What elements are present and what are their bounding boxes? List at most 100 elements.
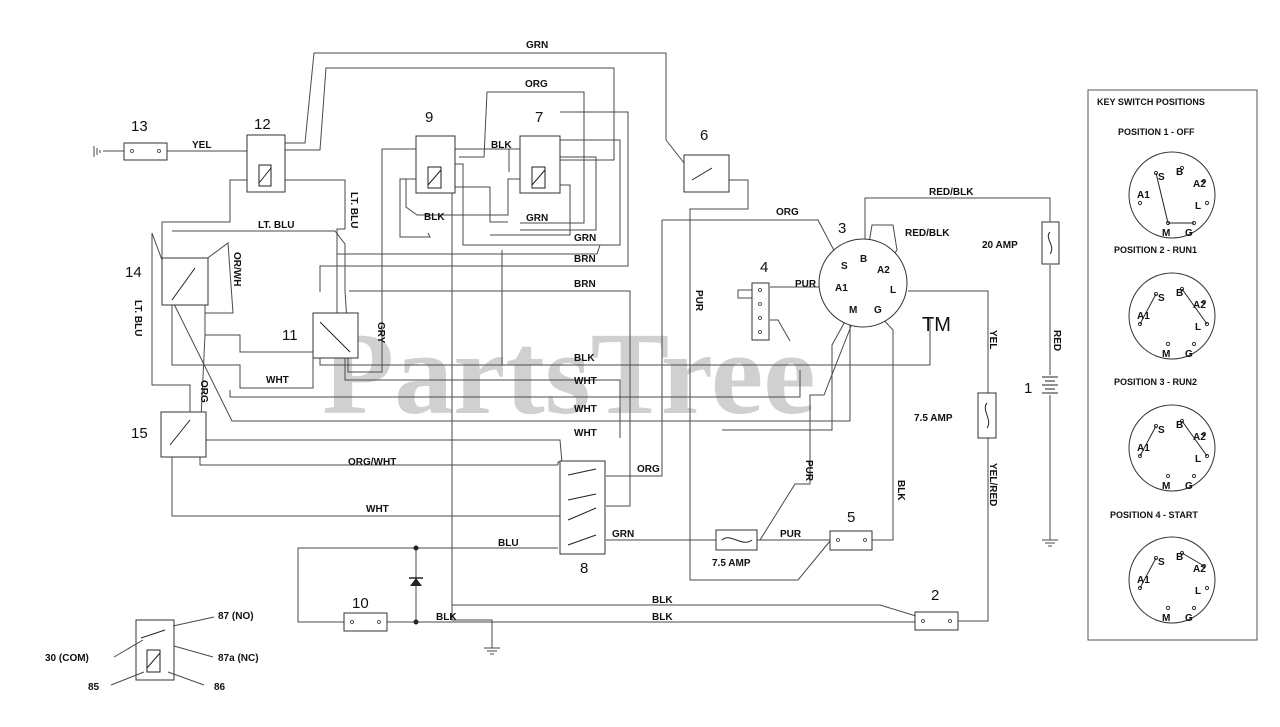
legend-terminal-letter: A1	[1137, 190, 1150, 201]
legend-terminal	[1179, 165, 1185, 171]
legend-terminal	[1165, 605, 1171, 611]
svg-text:BLK: BLK	[436, 612, 457, 623]
svg-text:ORG/WHT: ORG/WHT	[348, 457, 396, 468]
legend-key-switch-circle	[1128, 272, 1216, 360]
svg-text:BLK: BLK	[652, 595, 673, 606]
legend-terminal-letter: S	[1158, 557, 1165, 568]
legend-terminal-letter: G	[1185, 613, 1193, 624]
legend-key-switch-circle	[1128, 536, 1216, 624]
wire-labels: GRN ORG YEL BLK BLK GRN LT. BLU LT. BLU …	[132, 40, 1062, 623]
svg-text:BLK: BLK	[574, 353, 595, 364]
svg-text:BLK: BLK	[652, 612, 673, 623]
legend-terminal-letter: A2	[1193, 179, 1206, 190]
svg-text:ORG: ORG	[637, 464, 660, 475]
svg-text:PUR: PUR	[693, 290, 704, 312]
svg-text:BLK: BLK	[491, 140, 512, 151]
diode-symbol	[409, 545, 423, 625]
legend-terminal-letter: M	[1162, 481, 1170, 492]
svg-text:GRN: GRN	[526, 213, 548, 224]
legend-terminal-letter: M	[1162, 613, 1170, 624]
component-6-switch	[683, 154, 730, 193]
svg-text:S: S	[841, 261, 848, 272]
legend-terminal-letter: B	[1176, 552, 1183, 563]
svg-text:PUR: PUR	[795, 279, 817, 290]
svg-text:BLK: BLK	[424, 212, 445, 223]
legend-terminal-letter: M	[1162, 228, 1170, 239]
legend-terminal	[1137, 200, 1143, 206]
svg-text:L: L	[890, 285, 896, 296]
legend-terminal-letter: M	[1162, 349, 1170, 360]
svg-text:87a (NC): 87a (NC)	[218, 653, 259, 664]
component-12-relay	[246, 134, 286, 193]
svg-text:30 (COM): 30 (COM)	[45, 653, 89, 664]
svg-text:BLK: BLK	[895, 480, 906, 501]
legend-terminal-letter: G	[1185, 228, 1193, 239]
svg-text:GRN: GRN	[526, 40, 548, 51]
relay-terminal-legend: 87 (NO) 30 (COM) 87a (NC) 85 86	[45, 611, 259, 693]
legend-key-switch-circle	[1128, 404, 1216, 492]
legend-position-title: POSITION 1 - OFF	[1118, 127, 1195, 137]
svg-text:YEL: YEL	[192, 140, 211, 151]
legend-terminal-letter: L	[1195, 201, 1201, 212]
component-2-connector	[914, 611, 959, 631]
component-4-connector	[751, 282, 770, 341]
legend-terminal-letter: A2	[1193, 300, 1206, 311]
component-14-label: 14	[125, 264, 142, 281]
legend-terminal-letter: L	[1195, 322, 1201, 333]
svg-text:WHT: WHT	[574, 404, 597, 415]
svg-text:WHT: WHT	[266, 375, 289, 386]
wire-network	[93, 52, 1058, 655]
component-2-label: 2	[931, 587, 939, 604]
legend-terminal	[1201, 299, 1207, 305]
svg-text:M: M	[849, 305, 857, 316]
svg-text:BRN: BRN	[574, 254, 596, 265]
component-13-label: 13	[131, 118, 148, 135]
legend-terminal	[1165, 341, 1171, 347]
svg-text:BRN: BRN	[574, 279, 596, 290]
component-1-label: 1	[1024, 380, 1032, 397]
legend-terminal-letter: S	[1158, 425, 1165, 436]
svg-text:A2: A2	[877, 265, 890, 276]
legend-terminal-letter: A2	[1193, 564, 1206, 575]
legend-terminal-letter: B	[1176, 420, 1183, 431]
svg-text:RED: RED	[1051, 330, 1062, 351]
legend-terminal-letter: S	[1158, 172, 1165, 183]
svg-text:PUR: PUR	[780, 529, 802, 540]
legend-terminal	[1204, 200, 1210, 206]
component-7-relay	[519, 135, 561, 194]
component-13-connector	[123, 142, 168, 161]
component-9-label: 9	[425, 109, 433, 126]
legend-position-title: POSITION 4 - START	[1110, 510, 1198, 520]
svg-text:20 AMP: 20 AMP	[982, 240, 1018, 251]
component-8-relay-block	[559, 460, 606, 555]
svg-text:A1: A1	[835, 283, 848, 294]
svg-text:YEL: YEL	[987, 330, 998, 349]
watermark-text: PartsTree	[322, 308, 816, 439]
component-15-label: 15	[131, 425, 148, 442]
legend-terminal	[1191, 341, 1197, 347]
svg-text:LT. BLU: LT. BLU	[348, 192, 359, 228]
component-3-label: 3	[838, 220, 846, 237]
component-9-relay	[415, 135, 456, 194]
component-1-battery	[1042, 376, 1058, 394]
legend-terminal	[1201, 431, 1207, 437]
legend-terminal-letter: G	[1185, 481, 1193, 492]
svg-text:ORG: ORG	[525, 79, 548, 90]
legend-switch-link	[1181, 552, 1205, 567]
svg-text:86: 86	[214, 682, 226, 693]
legend-terminal-letter: L	[1195, 454, 1201, 465]
svg-text:7.5 AMP: 7.5 AMP	[914, 413, 953, 424]
svg-text:LT. BLU: LT. BLU	[258, 220, 294, 231]
svg-text:OR/WH: OR/WH	[231, 252, 242, 286]
svg-text:ORG: ORG	[198, 380, 209, 403]
component-6-label: 6	[700, 127, 708, 144]
legend-terminal	[1165, 473, 1171, 479]
component-5-connector	[829, 530, 873, 551]
legend-position-title: POSITION 3 - RUN2	[1114, 377, 1197, 387]
svg-text:GRN: GRN	[612, 529, 634, 540]
svg-text:YEL/RED: YEL/RED	[987, 463, 998, 506]
component-10-connector	[343, 612, 388, 632]
component-8-label: 8	[580, 560, 588, 577]
